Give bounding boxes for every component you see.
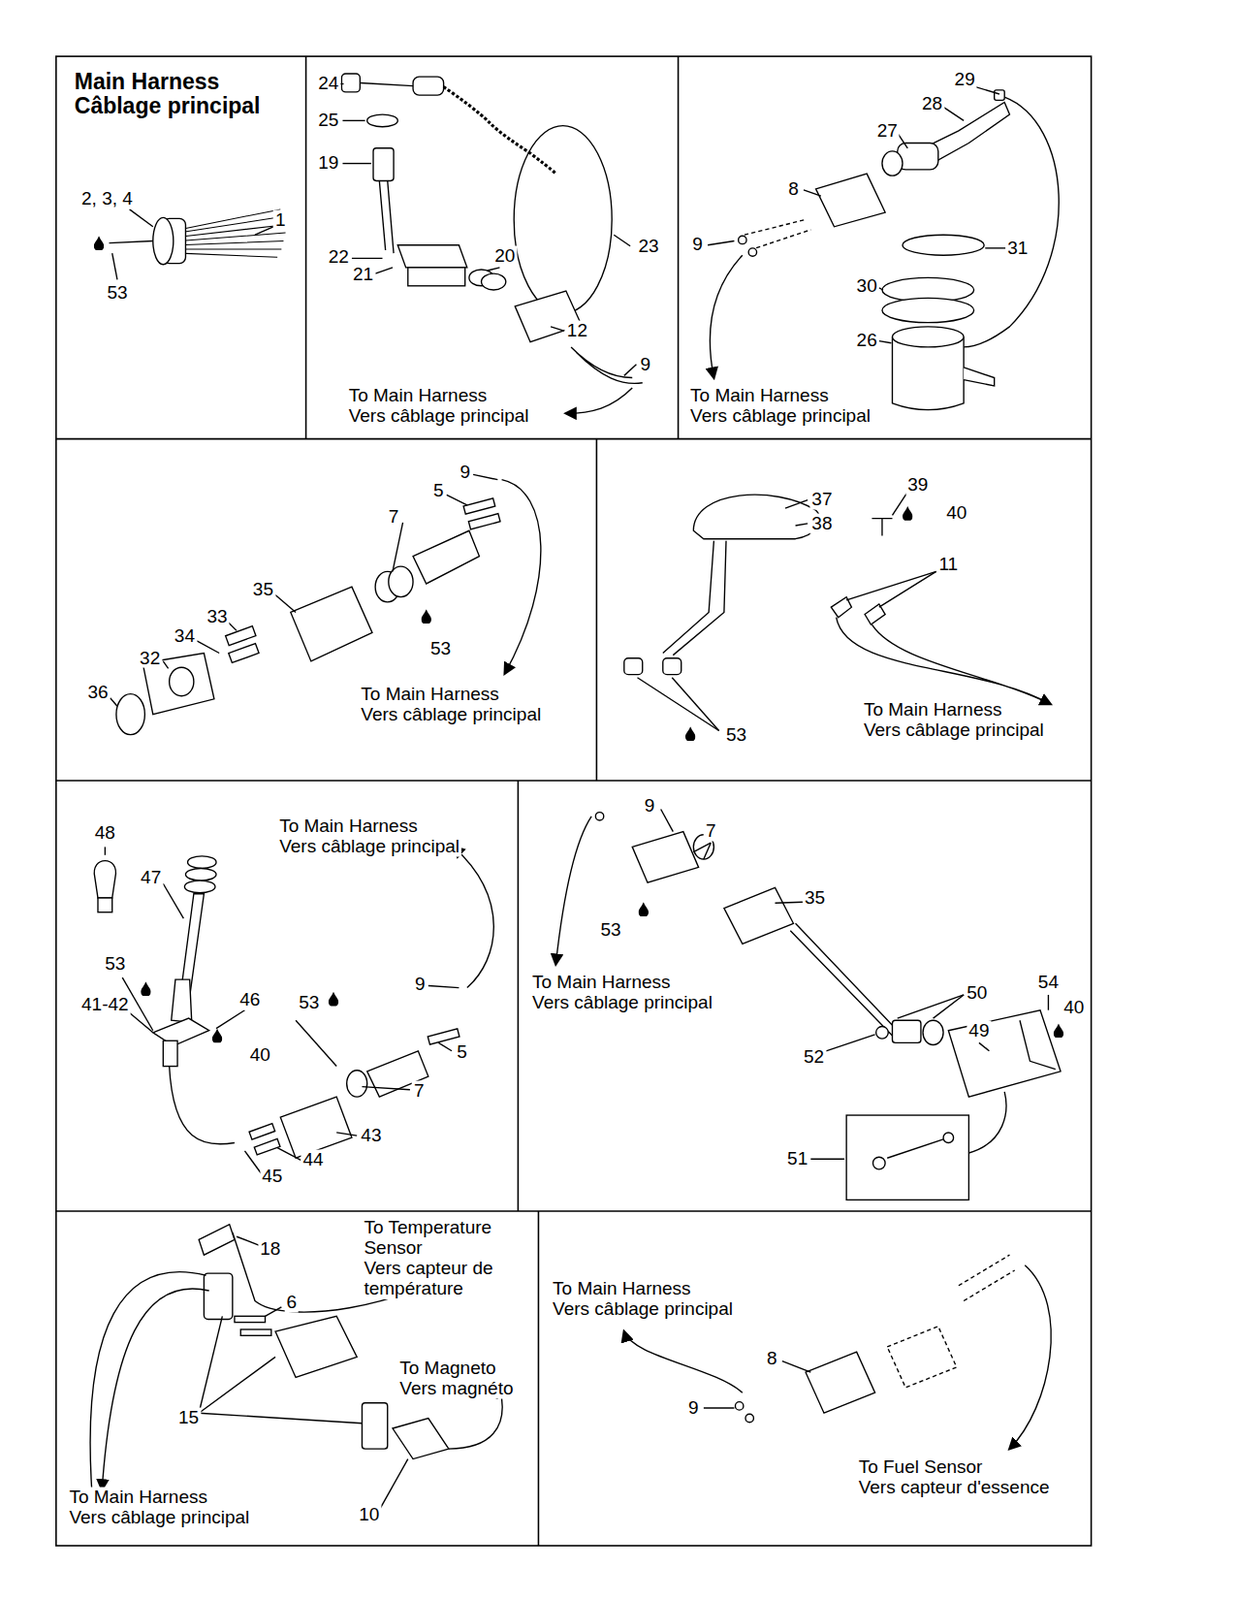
callout-number: 35: [251, 579, 276, 601]
callout-number: 53: [724, 725, 749, 746]
direction-note: To Main Harness: [66, 1487, 210, 1508]
callout-number: 53: [104, 282, 129, 303]
callout-number: 40: [248, 1044, 273, 1065]
direction-note: To Temperature Sensor: [361, 1217, 514, 1259]
callout-number: 22: [326, 247, 351, 268]
direction-note: To Main Harness: [861, 699, 1005, 721]
callout-number: 12: [565, 319, 590, 341]
callout-number: 5: [454, 1041, 470, 1062]
callout-number: 40: [1061, 997, 1086, 1018]
direction-note: Vers câblage principal: [277, 836, 462, 857]
callout-number: 31: [1005, 237, 1030, 258]
direction-note: Vers câblage principal: [530, 992, 715, 1014]
callout-number: 9: [457, 462, 473, 483]
callout-number: 38: [809, 512, 834, 534]
callout-number: 2, 3, 4: [79, 189, 135, 210]
callout-number: 11: [936, 553, 960, 574]
direction-note: To Main Harness: [530, 972, 673, 993]
direction-note: Vers câblage principal: [358, 704, 543, 726]
callout-number: 8: [764, 1348, 780, 1369]
direction-note: To Main Harness: [347, 385, 490, 407]
callout-number: 41-42: [79, 994, 131, 1015]
callout-number: 53: [102, 953, 127, 975]
callout-number: 23: [635, 235, 661, 256]
callout-number: 15: [176, 1407, 201, 1428]
callout-number: 48: [93, 823, 118, 844]
callout-number: 32: [137, 647, 162, 668]
callout-number: 34: [172, 626, 197, 647]
callout-number: 53: [599, 919, 624, 941]
direction-note: Vers câblage principal: [347, 406, 532, 427]
callout-number: 8: [786, 178, 801, 199]
callout-number: 5: [431, 480, 446, 502]
direction-note: To Main Harness: [277, 816, 420, 837]
callout-number: 26: [855, 330, 880, 351]
callout-number: 19: [316, 153, 341, 174]
callout-number: 28: [919, 94, 945, 115]
callout-number: 40: [944, 503, 969, 524]
callout-number: 9: [690, 234, 705, 255]
callout-number: 9: [686, 1396, 701, 1418]
direction-note: Vers magnéto: [397, 1377, 515, 1398]
callout-number: 33: [204, 606, 229, 628]
callout-number: 9: [642, 795, 658, 817]
callout-number: 21: [350, 264, 376, 286]
diagram-title: Main Harness Câblage principal: [74, 69, 288, 120]
callout-number: 53: [428, 638, 453, 660]
callout-number: 29: [952, 69, 978, 91]
callout-number: 52: [801, 1045, 826, 1067]
callout-number: 47: [138, 866, 163, 888]
callout-number: 54: [1036, 972, 1061, 993]
callout-number: 53: [296, 992, 321, 1014]
callout-number: 7: [386, 507, 402, 528]
direction-note: To Main Harness: [358, 684, 502, 705]
callout-number: 43: [358, 1124, 383, 1145]
direction-note: Vers câblage principal: [861, 720, 1046, 741]
callout-number: 30: [855, 275, 880, 296]
direction-note: Vers capteur d'essence: [856, 1476, 1052, 1497]
callout-number: 10: [356, 1504, 381, 1525]
callout-number: 37: [809, 489, 834, 510]
direction-note: To Main Harness: [550, 1277, 694, 1299]
callout-number: 25: [316, 110, 341, 131]
direction-note: To Main Harness: [688, 385, 831, 407]
callout-number: 7: [412, 1079, 427, 1101]
callout-number: 50: [964, 982, 989, 1003]
callout-number: 45: [259, 1165, 285, 1186]
callout-number: 49: [966, 1019, 991, 1041]
callout-number: 44: [300, 1149, 325, 1171]
callout-number: 9: [638, 353, 654, 375]
direction-note: Vers capteur de température: [361, 1258, 533, 1300]
direction-note: To Fuel Sensor: [856, 1456, 985, 1477]
callout-number: 39: [905, 474, 930, 495]
callout-number: 27: [875, 120, 900, 141]
direction-note: Vers câblage principal: [688, 406, 873, 427]
direction-note: To Magneto: [397, 1357, 498, 1378]
callout-number: 7: [703, 821, 719, 842]
direction-note: Vers câblage principal: [66, 1507, 252, 1528]
callout-number: 6: [285, 1292, 300, 1313]
callout-number: 1: [273, 210, 288, 231]
callout-number: 36: [85, 682, 110, 703]
callout-number: 46: [237, 988, 262, 1010]
callout-number: 24: [316, 73, 341, 95]
callout-number: 51: [785, 1148, 810, 1170]
callout-number: 9: [412, 974, 428, 995]
direction-note: Vers câblage principal: [550, 1298, 735, 1319]
callout-number: 20: [492, 246, 517, 267]
callout-number: 35: [802, 887, 827, 908]
callout-number: 18: [257, 1237, 283, 1259]
